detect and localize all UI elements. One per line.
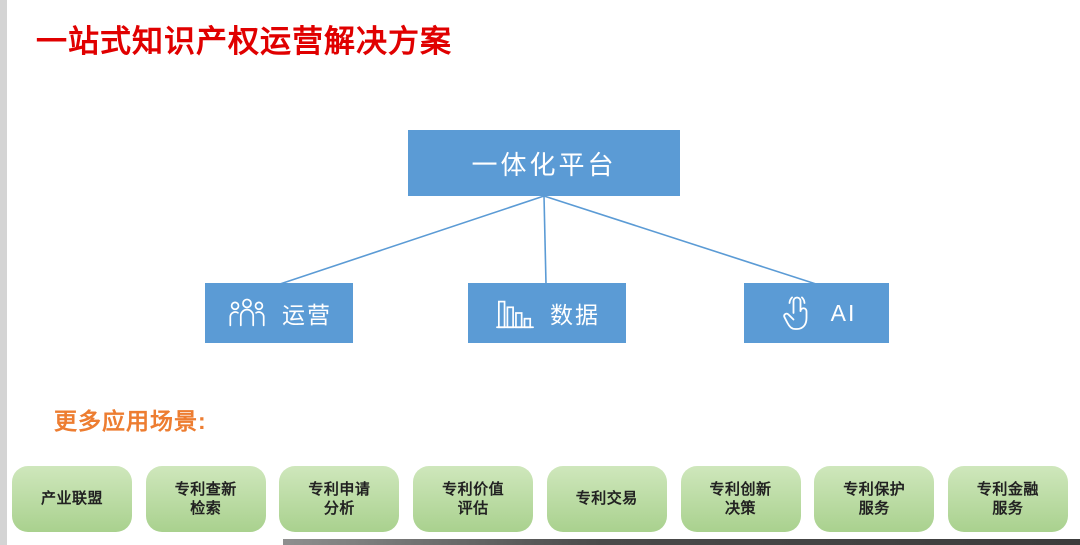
bottom-bar: [283, 539, 1080, 545]
root-node-platform: 一体化平台: [408, 130, 680, 196]
node-data: 数据: [468, 283, 626, 343]
more-scenarios-heading: 更多应用场景:: [54, 408, 207, 434]
root-node-label: 一体化平台: [471, 149, 617, 180]
left-edge-strip: [0, 0, 7, 545]
node-data-label: 数据: [550, 302, 600, 328]
scenario-pill-novelty-search: 专利查新 检索: [145, 466, 266, 532]
scenario-pill-value-assessment: 专利价值 评估: [413, 466, 534, 532]
scenario-pill-industry-alliance: 产业联盟: [12, 466, 132, 532]
bar-chart-icon: [494, 294, 536, 332]
scenario-pill-protection-service: 专利保护 服务: [814, 466, 935, 532]
node-operations-label: 运营: [282, 302, 332, 328]
node-operations: 运营: [205, 283, 353, 343]
scenario-pill-innovation-decision: 专利创新 决策: [680, 466, 801, 532]
page-title: 一站式知识产权运营解决方案: [36, 24, 452, 59]
scenario-pills: 产业联盟 专利查新 检索 专利申请 分析 专利价值 评估 专利交易 专利创新 决…: [12, 466, 1068, 532]
node-ai: AI: [744, 283, 889, 343]
scenario-pill-patent-trading: 专利交易: [546, 466, 667, 532]
scenario-pill-finance-service: 专利金融 服务: [947, 466, 1068, 532]
node-ai-label: AI: [830, 299, 857, 326]
touch-icon: [777, 293, 817, 333]
scenario-pill-application-analysis: 专利申请 分析: [279, 466, 400, 532]
people-icon: [226, 295, 268, 331]
